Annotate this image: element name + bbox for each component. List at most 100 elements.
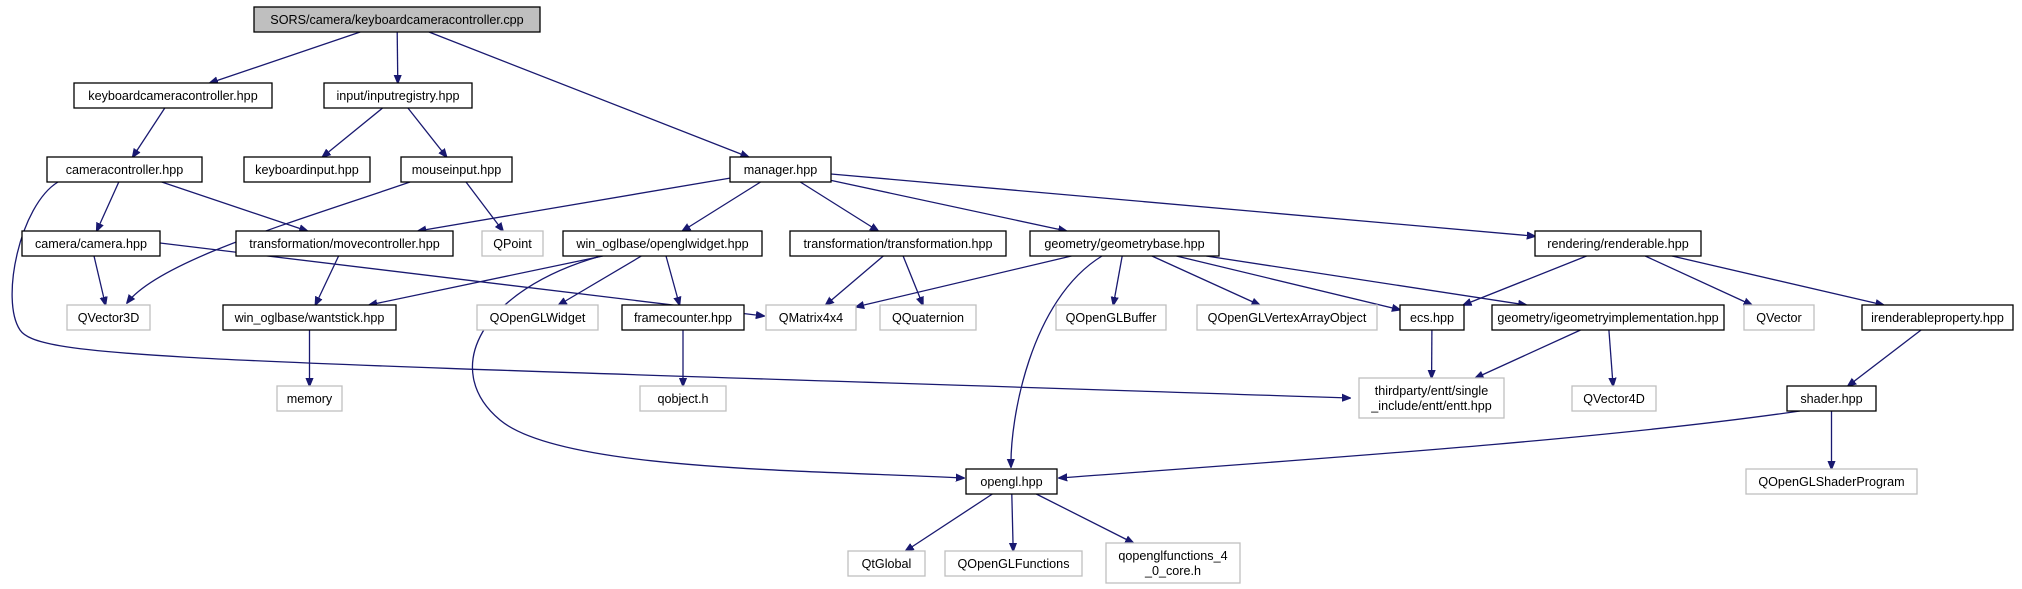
node-label: manager.hpp <box>744 163 818 177</box>
edge-openglwidget-to-wantstick <box>369 255 604 305</box>
node-qglvao: QOpenGLVertexArrayObject <box>1196 304 1378 331</box>
node-qvector: QVector <box>1743 304 1815 331</box>
node-mouseinput[interactable]: mouseinput.hpp <box>400 156 513 183</box>
node-box <box>46 156 203 183</box>
node-label: qobject.h <box>657 392 708 406</box>
edge-geombase-to-igeomimpl <box>1206 255 1526 305</box>
node-label: _include/entt/entt.hpp <box>1370 399 1491 413</box>
node-entt: thirdparty/entt/single_include/entt/entt… <box>1358 377 1505 419</box>
edge-geombase-to-opengl <box>1011 255 1103 467</box>
edge-transformation-to-qmatrix <box>826 255 884 305</box>
node-qmatrix: QMatrix4x4 <box>765 304 857 331</box>
edge-manager-to-renderable <box>830 173 1535 236</box>
edge-movectrl-to-wantstick <box>315 255 340 305</box>
node-label: QOpenGLBuffer <box>1066 311 1157 325</box>
edges-layer <box>11 31 1922 551</box>
node-transformation[interactable]: transformation/transformation.hpp <box>789 230 1007 257</box>
node-box <box>276 385 343 412</box>
node-label: QMatrix4x4 <box>779 311 843 325</box>
edge-camctrl-to-entt <box>11 181 1350 398</box>
node-box <box>400 156 513 183</box>
node-label: QVector3D <box>78 311 140 325</box>
node-box <box>21 230 161 257</box>
node-box <box>323 82 473 109</box>
edge-manager-to-transformation <box>799 181 878 231</box>
edge-renderable-to-irenderprop <box>1671 255 1884 305</box>
edge-geombase-to-qglvao <box>1151 255 1260 305</box>
node-label: cameracontroller.hpp <box>66 163 184 177</box>
node-framecounter[interactable]: framecounter.hpp <box>621 304 745 331</box>
edge-renderable-to-ecs <box>1463 255 1587 305</box>
node-qshaderprog: QOpenGLShaderProgram <box>1745 468 1918 495</box>
node-opengl[interactable]: opengl.hpp <box>965 468 1058 495</box>
node-box <box>1029 230 1220 257</box>
node-irenderprop[interactable]: irenderableproperty.hpp <box>1861 304 2014 331</box>
node-label: keyboardcameracontroller.hpp <box>88 89 257 103</box>
node-ecs[interactable]: ecs.hpp <box>1399 304 1465 331</box>
edge-openglwidget-to-qopenglwidget <box>559 255 642 305</box>
edge-root-to-manager <box>428 31 749 157</box>
node-box <box>1571 385 1657 412</box>
node-box <box>1358 377 1505 419</box>
node-label: QOpenGLVertexArrayObject <box>1208 311 1367 325</box>
node-root[interactable]: SORS/camera/keyboardcameracontroller.cpp <box>253 6 541 33</box>
node-label: QPoint <box>493 237 532 251</box>
edge-geombase-to-qglbuffer <box>1113 255 1123 305</box>
node-box <box>235 230 454 257</box>
edge-igeomimpl-to-entt <box>1475 329 1581 378</box>
node-box <box>243 156 371 183</box>
node-openglwidget[interactable]: win_oglbase/openglwidget.hpp <box>562 230 763 257</box>
node-qopenglwidget: QOpenGLWidget <box>476 304 599 331</box>
edge-transformation-to-qquat <box>902 255 923 305</box>
edge-mouseinput-to-qpoint <box>465 181 503 231</box>
edge-manager-to-openglwidget <box>682 181 761 231</box>
node-renderable[interactable]: rendering/renderable.hpp <box>1534 230 1702 257</box>
node-label: qopenglfunctions_4 <box>1118 549 1227 563</box>
node-box <box>73 82 273 109</box>
node-label: input/inputregistry.hpp <box>337 89 460 103</box>
node-inputreg[interactable]: input/inputregistry.hpp <box>323 82 473 109</box>
edge-igeomimpl-to-qvector4d <box>1609 329 1613 386</box>
node-kcc[interactable]: keyboardcameracontroller.hpp <box>73 82 273 109</box>
node-qtglobal: QtGlobal <box>847 550 926 577</box>
node-label: memory <box>287 392 333 406</box>
node-box <box>562 230 763 257</box>
edge-opengl-to-qtglobal <box>906 493 993 551</box>
node-qglfunc40: qopenglfunctions_4_0_core.h <box>1105 542 1241 584</box>
node-camera[interactable]: camera/camera.hpp <box>21 230 161 257</box>
node-manager[interactable]: manager.hpp <box>729 156 832 183</box>
node-qglbuffer: QOpenGLBuffer <box>1055 304 1167 331</box>
edge-camera-to-qvector3d <box>93 255 106 305</box>
node-box <box>1861 304 2014 331</box>
node-label: transformation/transformation.hpp <box>804 237 993 251</box>
node-label: thirdparty/entt/single <box>1375 384 1488 398</box>
node-box <box>1534 230 1702 257</box>
edge-shader-to-opengl <box>1059 410 1801 478</box>
node-label: win_oglbase/wantstick.hpp <box>234 311 385 325</box>
node-label: mouseinput.hpp <box>412 163 502 177</box>
node-box <box>1491 304 1725 331</box>
edge-root-to-inputreg <box>397 31 398 83</box>
node-label: _0_core.h <box>1144 564 1201 578</box>
node-box <box>253 6 541 33</box>
nodes-layer: SORS/camera/keyboardcameracontroller.cpp… <box>21 6 2014 584</box>
node-label: rendering/renderable.hpp <box>1547 237 1688 251</box>
node-label: geometry/igeometryimplementation.hpp <box>1497 311 1718 325</box>
node-wantstick[interactable]: win_oglbase/wantstick.hpp <box>222 304 397 331</box>
node-label: QQuaternion <box>892 311 964 325</box>
node-label: QOpenGLWidget <box>490 311 586 325</box>
node-camctrl[interactable]: cameracontroller.hpp <box>46 156 203 183</box>
node-kbinput[interactable]: keyboardinput.hpp <box>243 156 371 183</box>
node-box <box>944 550 1083 577</box>
node-box <box>476 304 599 331</box>
node-memory: memory <box>276 385 343 412</box>
edge-root-to-kcc <box>210 31 361 83</box>
node-shader[interactable]: shader.hpp <box>1786 385 1877 412</box>
node-qvector3d: QVector3D <box>66 304 151 331</box>
node-geombase[interactable]: geometry/geometrybase.hpp <box>1029 230 1220 257</box>
node-label: win_oglbase/openglwidget.hpp <box>575 237 748 251</box>
node-box <box>66 304 151 331</box>
node-igeomimpl[interactable]: geometry/igeometryimplementation.hpp <box>1491 304 1725 331</box>
node-movectrl[interactable]: transformation/movecontroller.hpp <box>235 230 454 257</box>
